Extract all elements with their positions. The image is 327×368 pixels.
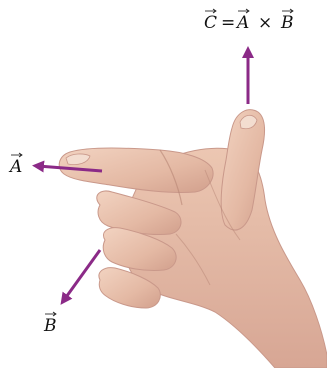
equation-label: C = A × B [204,9,294,33]
label-b-group: B [43,312,57,336]
label-times: × [258,13,272,33]
label-a-group: A [8,153,22,177]
label-a: A [8,157,22,177]
label-equals: = [221,13,235,33]
hand-illustration [59,110,327,368]
label-a-eq: A [235,13,249,33]
label-c: C [204,13,217,33]
label-b-eq: B [280,13,294,33]
arrow-b-vector [64,250,100,300]
label-b: B [43,316,57,336]
